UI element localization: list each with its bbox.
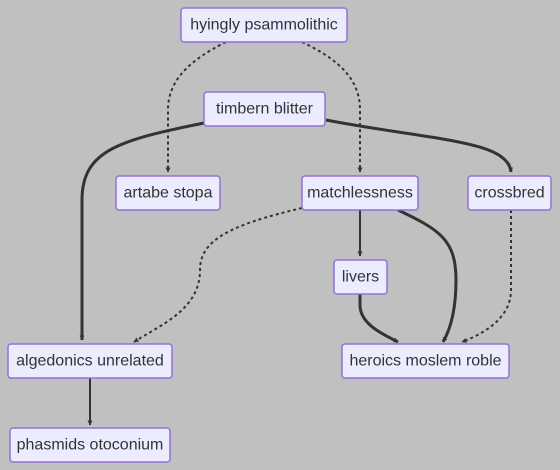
node-label: livers bbox=[342, 269, 379, 286]
node-algedonics-unrelated[interactable]: algedonics unrelated bbox=[7, 343, 173, 379]
node-label: hyingly psammolithic bbox=[190, 17, 338, 34]
edge-hyingly-to-artabe bbox=[165, 41, 227, 173]
edge-crossbred-to-heroics bbox=[461, 210, 512, 343]
nodes-group: hyingly psammolithic timbern blitter art… bbox=[7, 7, 552, 463]
node-label: matchlessness bbox=[307, 185, 413, 202]
node-hyingly-psammolithic[interactable]: hyingly psammolithic bbox=[180, 7, 348, 43]
node-label: timbern blitter bbox=[216, 101, 314, 118]
edges-group bbox=[79, 41, 514, 426]
node-label: crossbred bbox=[474, 185, 544, 202]
node-label: phasmids otoconium bbox=[17, 437, 164, 454]
node-phasmids-otoconium[interactable]: phasmids otoconium bbox=[9, 427, 171, 463]
node-heroics-moslem-roble[interactable]: heroics moslem roble bbox=[341, 343, 510, 379]
node-label: algedonics unrelated bbox=[16, 353, 164, 370]
edge-matchlessness-to-algedonics bbox=[133, 207, 303, 343]
node-crossbred[interactable]: crossbred bbox=[467, 175, 552, 211]
edge-timbern-to-algedonics bbox=[79, 121, 205, 341]
node-livers[interactable]: livers bbox=[333, 259, 388, 295]
node-timbern-blitter[interactable]: timbern blitter bbox=[203, 91, 326, 127]
node-label: heroics moslem roble bbox=[349, 353, 501, 370]
edge-livers-to-heroics bbox=[358, 294, 399, 344]
edge-matchlessness-to-heroics bbox=[397, 208, 458, 343]
node-artabe-stopa[interactable]: artabe stopa bbox=[115, 175, 221, 211]
node-label: artabe stopa bbox=[124, 185, 213, 202]
edge-timbern-to-crossbred bbox=[325, 118, 514, 173]
edge-hyingly-to-matchlessness bbox=[301, 41, 363, 173]
node-matchlessness[interactable]: matchlessness bbox=[301, 175, 419, 211]
